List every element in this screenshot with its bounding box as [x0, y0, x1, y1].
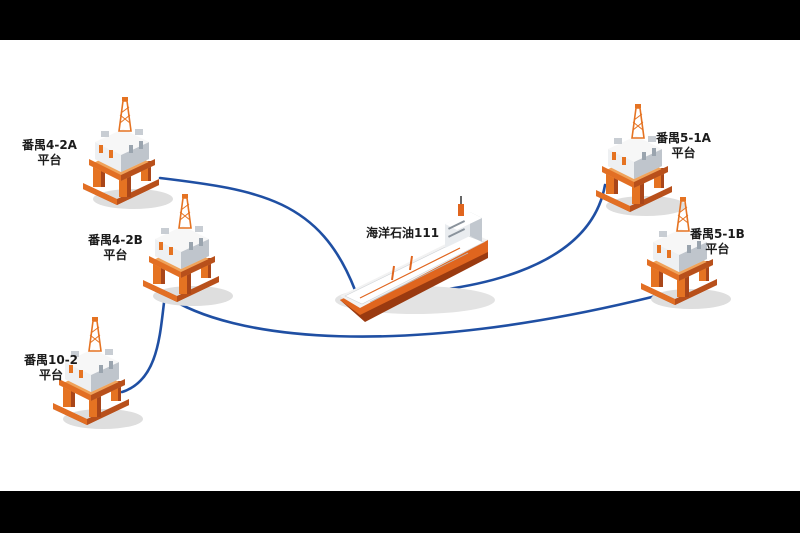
platform-4-2a-icon — [82, 96, 174, 210]
platform-10-2-name: 番禺10-2 — [24, 353, 79, 367]
platform-10-2-sub: 平台 — [39, 368, 64, 382]
label-platform-4-2b: 番禺4-2B 平台 — [88, 233, 143, 263]
platform-5-1b-name: 番禺5-1B — [690, 227, 745, 241]
platform-4-2a-name: 番禺4-2A — [22, 138, 77, 152]
platform-5-1b-sub: 平台 — [705, 242, 730, 256]
letterbox-top — [0, 0, 800, 40]
platform-5-1a-name: 番禺5-1A — [656, 131, 711, 145]
ship-name: 海洋石油111 — [366, 226, 440, 240]
label-platform-5-1a: 番禺5-1A 平台 — [656, 131, 711, 161]
pipeline-4-2a-to-ship — [158, 176, 357, 292]
platform-4-2b-sub: 平台 — [103, 248, 128, 262]
diagram-canvas: 番禺4-2A 平台 番禺4-2B 平台 番禺10-2 平台 番禺5-1A 平台 … — [0, 40, 800, 491]
diagram-svg — [52, 96, 732, 430]
label-ship: 海洋石油111 — [366, 226, 439, 241]
label-platform-5-1b: 番禺5-1B 平台 — [690, 227, 745, 257]
platform-4-2b-icon — [142, 193, 234, 307]
platform-4-2b-name: 番禺4-2B — [88, 233, 143, 247]
pipeline-4-2b-to-5-1b — [163, 293, 662, 338]
letterbox-bottom — [0, 491, 800, 533]
platform-5-1a-sub: 平台 — [671, 146, 696, 160]
platform-4-2a-sub: 平台 — [37, 153, 62, 167]
ship-icon — [335, 196, 495, 322]
label-platform-10-2: 番禺10-2 平台 — [24, 353, 78, 383]
label-platform-4-2a: 番禺4-2A 平台 — [22, 138, 77, 168]
pipeline-4-2b-to-10-2 — [120, 293, 167, 394]
